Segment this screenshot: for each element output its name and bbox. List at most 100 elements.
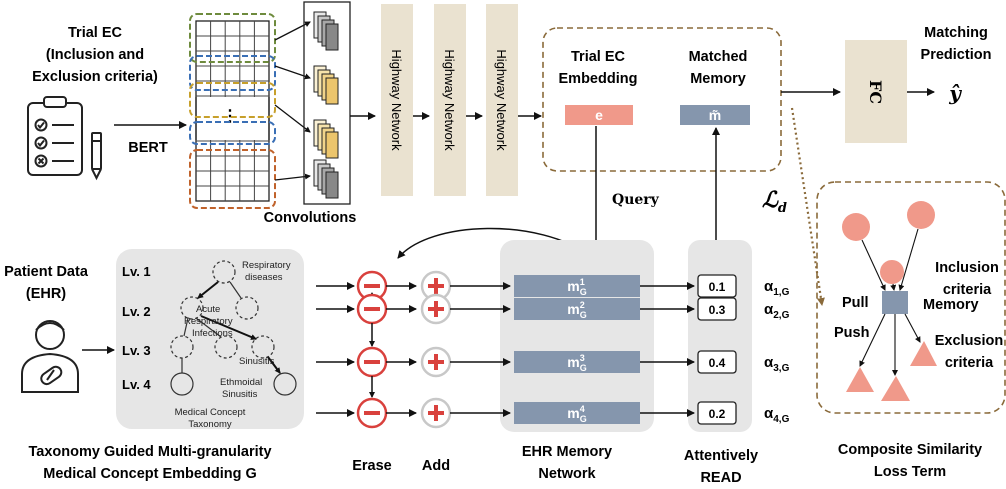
loss-box — [816, 181, 1006, 414]
pen-icon — [91, 132, 102, 181]
query-label: Query — [612, 192, 660, 208]
pull-label: Pull — [842, 295, 869, 311]
erase-minus-icon — [364, 411, 380, 415]
level-1-label: Lv. 1 — [122, 264, 151, 279]
add-plus-icon-v — [434, 405, 438, 421]
exclusion-triangles — [846, 341, 937, 401]
attention-weight-box — [697, 350, 737, 374]
trial-ec-title-line2: (Inclusion and — [46, 47, 144, 63]
memory-slot — [514, 275, 640, 297]
alpha-label: α1,G — [764, 278, 790, 298]
matched-memory-symbol: m̃ — [709, 107, 721, 123]
trial-ec-title-line3: Exclusion criteria) — [32, 69, 158, 85]
memory-slot — [514, 298, 640, 320]
erase-minus-icon — [364, 284, 380, 288]
taxonomy-caption-1: Taxonomy Guided Multi-granularity — [28, 444, 271, 460]
alpha-label: α4,G — [764, 405, 790, 425]
matrix-ellipsis: ⋮ — [222, 108, 238, 125]
push-label: Push — [834, 325, 869, 341]
ec-embedding-label-1: Trial EC — [571, 49, 626, 65]
svg-text:Taxonomy: Taxonomy — [188, 419, 232, 430]
conv-window-orange — [189, 149, 276, 209]
memory-slot — [514, 351, 640, 373]
svg-text:Acute: Acute — [196, 304, 220, 315]
svg-text:Respiratory: Respiratory — [184, 316, 233, 327]
taxonomy-node-labels: Respiratory diseases Acute Respiratory I… — [175, 260, 291, 430]
svg-text:Sinusitis: Sinusitis — [239, 356, 275, 367]
taxonomy-box — [116, 249, 304, 429]
prediction-symbol: ŷ — [948, 81, 962, 105]
conv-window-blue — [189, 55, 276, 91]
ec-embedding-symbol: e — [595, 107, 603, 123]
svg-text:Medical Concept: Medical Concept — [175, 407, 246, 418]
loss-symbol: ℒd — [762, 187, 787, 216]
add-label: Add — [422, 458, 450, 474]
attention-weight-box — [697, 401, 737, 425]
memory-square — [882, 291, 908, 314]
trial-ec-title-line1: Trial EC — [68, 25, 123, 41]
loss-pointer — [790, 107, 825, 306]
svg-text:Ethmoidal: Ethmoidal — [220, 377, 262, 388]
patient-icon — [21, 320, 79, 393]
trial-ec-title: Trial EC (Inclusion and Exclusion criter… — [32, 25, 158, 85]
inclusion-label-1: Inclusion — [935, 260, 999, 276]
taxonomy-tree — [170, 260, 297, 396]
level-2-label: Lv. 2 — [122, 304, 151, 319]
conv-window-yellow — [189, 82, 276, 118]
read-label-1: Attentively — [684, 448, 758, 464]
alpha-label: α3,G — [764, 354, 790, 374]
memory-network-label-1: EHR Memory — [522, 444, 612, 460]
loss-caption-2: Loss Term — [874, 464, 946, 480]
inclusion-circles — [842, 201, 935, 284]
ec-embedding-label-2: Embedding — [559, 71, 638, 87]
convolutions-label: Convolutions — [264, 210, 357, 226]
highway-network-1: Highway Network — [381, 4, 413, 196]
erase-minus-icon — [364, 307, 380, 311]
conv-arrows — [274, 21, 311, 181]
bert-label: BERT — [128, 140, 168, 156]
inclusion-label-2: criteria — [943, 282, 992, 298]
taxonomy-caption-2: Medical Concept Embedding G — [43, 466, 257, 482]
exclusion-label-2: criteria — [945, 355, 994, 371]
svg-text:Infections: Infections — [192, 328, 233, 339]
attention-weight-box — [697, 274, 737, 298]
matched-memory-vector — [680, 105, 750, 125]
conv-window-blue-2 — [189, 121, 276, 145]
pull-push-arrows — [859, 228, 921, 376]
ec-embedding-vector — [565, 105, 633, 125]
attention-weight: 0.1 — [709, 280, 726, 294]
erase-minus-icon — [364, 360, 380, 364]
attention-weight: 0.4 — [709, 356, 726, 370]
matched-memory-label-2: Memory — [690, 71, 746, 87]
loss-caption-1: Composite Similarity — [838, 442, 982, 458]
embedding-matrix: ⋮ — [195, 20, 270, 202]
patient-title-1: Patient Data — [4, 264, 89, 280]
highway-network-2: Highway Network — [434, 4, 466, 196]
svg-text:diseases: diseases — [245, 272, 283, 283]
highway-label-3: Highway Network — [494, 49, 509, 151]
svg-text:Respiratory: Respiratory — [242, 260, 291, 271]
prediction-label-1: Matching — [924, 25, 988, 41]
fc-layer — [845, 40, 907, 143]
conv-window-green — [189, 13, 276, 63]
highway-network-3: Highway Network — [486, 4, 518, 196]
matching-box — [542, 27, 782, 172]
memory-network-label-2: Network — [538, 466, 596, 482]
clipboard-icon — [27, 96, 83, 176]
alpha-label: α2,G — [764, 301, 790, 321]
highway-label-1: Highway Network — [389, 49, 404, 151]
highway-label-2: Highway Network — [442, 49, 457, 151]
exclusion-label-1: Exclusion — [935, 333, 1004, 349]
add-plus-icon-v — [434, 354, 438, 370]
read-label-2: READ — [700, 470, 741, 486]
attention-weight: 0.3 — [709, 303, 726, 317]
add-plus-icon-v — [434, 301, 438, 317]
memory-slot — [514, 402, 640, 424]
level-4-label: Lv. 4 — [122, 377, 151, 392]
